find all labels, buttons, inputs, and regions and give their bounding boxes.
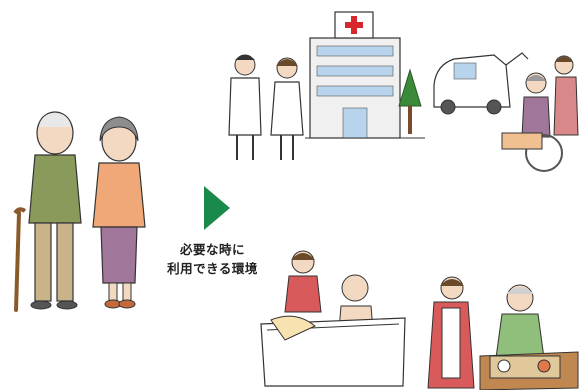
caption-line-1: 必要な時に bbox=[179, 242, 245, 257]
welfare-van-illustration bbox=[432, 45, 579, 185]
elderly-couple-illustration bbox=[5, 105, 165, 320]
bathing-assistance-illustration bbox=[255, 240, 410, 388]
meal-assistance-illustration bbox=[420, 268, 579, 390]
arrow-right-icon bbox=[203, 185, 231, 231]
caption-line-2: 利用できる環境 bbox=[167, 261, 258, 276]
caption: 必要な時に 利用できる環境 bbox=[150, 240, 275, 278]
hospital-illustration bbox=[225, 10, 430, 165]
